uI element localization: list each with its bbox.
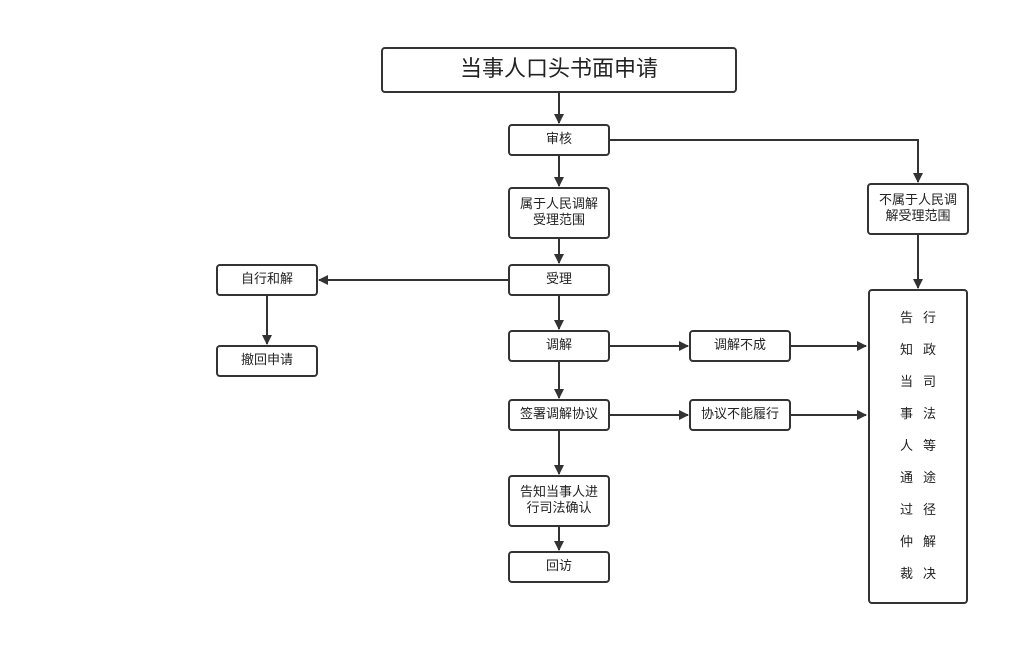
node-inform-char: 司	[923, 374, 937, 390]
node-inform-char: 径	[923, 502, 937, 518]
node-inform-char: 行	[923, 310, 937, 326]
node-out-of-scope-line1: 不属于人民调	[878, 193, 957, 208]
node-apply-label: 当事人口头书面申请	[459, 57, 658, 82]
node-inform-char: 等	[923, 438, 937, 454]
node-review-label: 审核	[545, 132, 572, 147]
node-inform-char: 法	[923, 406, 937, 422]
node-mediate-fail-label: 调解不成	[713, 338, 766, 353]
node-self-settle: 自行和解	[216, 264, 318, 296]
node-inform-char: 当	[899, 374, 913, 390]
node-inform-char: 途	[923, 470, 937, 486]
node-review: 审核	[508, 124, 610, 156]
node-out-of-scope-line2: 解受理范围	[885, 209, 951, 224]
node-in-scope-line2: 受理范围	[532, 213, 585, 228]
node-withdraw-label: 撤回申请	[240, 353, 293, 368]
node-sign-agreement-label: 签署调解协议	[519, 407, 598, 422]
node-followup-label: 回访	[545, 559, 572, 574]
node-self-settle-label: 自行和解	[240, 272, 293, 287]
node-inform-char: 人	[899, 438, 913, 454]
node-accept: 受理	[508, 264, 610, 296]
node-mediate-label: 调解	[545, 338, 572, 353]
node-inform-char: 通	[899, 470, 913, 486]
node-withdraw: 撤回申请	[216, 345, 318, 377]
node-inform-col1: 告 知 当 事 人 通 过 仲 裁	[900, 303, 913, 591]
node-not-fulfill: 协议不能履行	[689, 399, 791, 431]
node-apply: 当事人口头书面申请	[381, 47, 737, 93]
node-sign-agreement: 签署调解协议	[508, 399, 610, 431]
node-mediate-fail: 调解不成	[689, 330, 791, 362]
node-out-of-scope: 不属于人民调 解受理范围	[867, 183, 969, 235]
node-inform-char: 告	[899, 310, 913, 326]
node-followup: 回访	[508, 551, 610, 583]
node-inform-char: 决	[923, 566, 937, 582]
arrow-review-outscope	[609, 139, 923, 183]
node-in-scope: 属于人民调解 受理范围	[508, 187, 610, 239]
node-notify-confirm: 告知当事人进 行司法确认	[508, 475, 610, 527]
node-inform: 告 知 当 事 人 通 过 仲 裁 行 政 司 法 等 途 径 解 决	[868, 289, 968, 604]
node-notify-confirm-line2: 行司法确认	[526, 501, 592, 516]
node-inform-char: 知	[899, 342, 913, 358]
node-inform-char: 裁	[899, 566, 913, 582]
node-inform-char: 政	[923, 342, 937, 358]
node-inform-char: 事	[899, 406, 913, 422]
node-inform-col2: 行 政 司 法 等 途 径 解 决	[923, 303, 936, 591]
node-inform-char: 解	[923, 534, 937, 550]
node-not-fulfill-label: 协议不能履行	[700, 407, 779, 422]
node-mediate: 调解	[508, 330, 610, 362]
node-notify-confirm-line1: 告知当事人进	[519, 485, 598, 500]
node-inform-char: 过	[899, 502, 913, 518]
node-inform-char: 仲	[899, 534, 913, 550]
node-in-scope-line1: 属于人民调解	[519, 197, 598, 212]
node-accept-label: 受理	[545, 272, 572, 287]
